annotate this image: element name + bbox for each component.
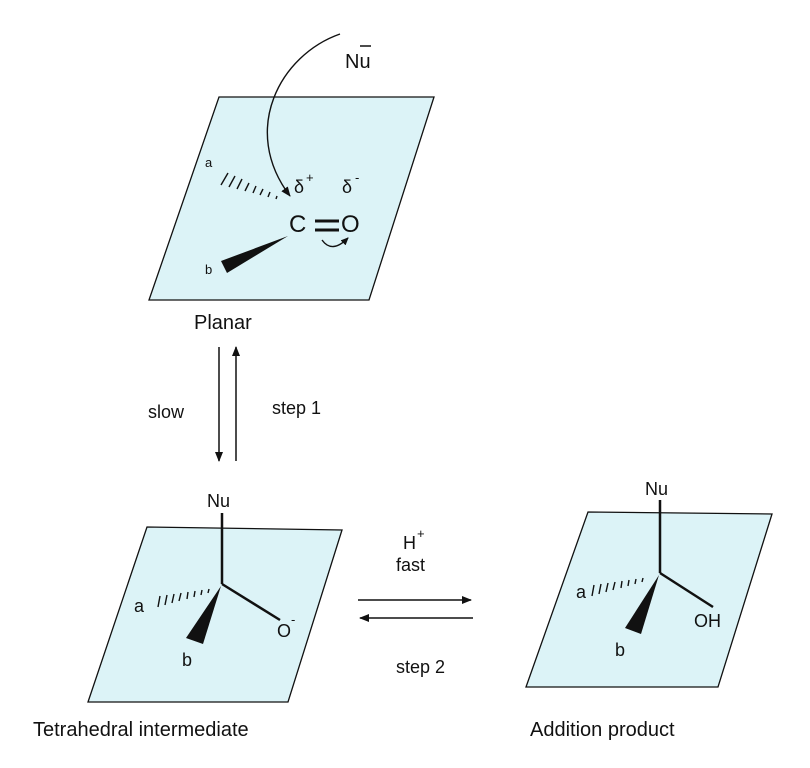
step1-equilibrium: slow step 1: [148, 346, 321, 462]
step2-label: step 2: [396, 657, 445, 677]
intermediate-oxide-charge: -: [291, 612, 295, 627]
wedge-bond-b: [221, 236, 288, 273]
intermediate-substituent-b: b: [182, 650, 192, 670]
intermediate-oxygen: O: [277, 621, 291, 641]
planar-substituent-a: a: [205, 155, 213, 170]
tetrahedral-intermediate: Nu a b O - Tetrahedral intermediate: [33, 491, 343, 741]
intermediate-bond-o: [221, 582, 281, 622]
product-substituent-a: a: [576, 582, 587, 602]
addition-product: Nu a b OH Addition product: [525, 479, 773, 741]
nucleophile-label: Nu: [345, 51, 371, 73]
product-caption: Addition product: [530, 719, 675, 741]
planar-plane: [148, 96, 435, 301]
carbonyl-carbon: C: [289, 211, 306, 238]
product-bond-oh: [659, 571, 714, 609]
product-substituent-b: b: [615, 640, 625, 660]
planar-carbonyl: a b C O δ + δ - Planar: [148, 96, 435, 334]
electron-shift-arrow: [321, 237, 349, 248]
step2-reagent-charge: +: [417, 526, 425, 541]
step2-fast-label: fast: [396, 555, 425, 575]
intermediate-substituent-a: a: [134, 596, 145, 616]
product-hydroxyl: OH: [694, 611, 721, 631]
intermediate-nu-label: Nu: [207, 491, 230, 511]
delta-plus-sign: +: [306, 170, 314, 185]
step1-slow-label: slow: [148, 402, 185, 422]
hashed-bond-a: [220, 172, 278, 200]
step1-label: step 1: [272, 398, 321, 418]
product-hashed-bond-a: [591, 577, 644, 597]
delta-plus-symbol: δ: [294, 177, 304, 197]
intermediate-wedge-b: [186, 586, 221, 644]
planar-caption: Planar: [194, 312, 252, 334]
attack-curved-arrow: [266, 33, 341, 197]
delta-minus-symbol: δ: [342, 177, 352, 197]
intermediate-caption: Tetrahedral intermediate: [33, 719, 249, 741]
step2-equilibrium: H + fast step 2: [358, 526, 473, 677]
intermediate-plane: [87, 526, 343, 703]
nucleophile-attack: Nu: [266, 33, 371, 197]
product-nu-label: Nu: [645, 479, 668, 499]
planar-substituent-b: b: [205, 262, 212, 277]
intermediate-hashed-bond-a: [157, 588, 210, 608]
carbonyl-oxygen: O: [341, 211, 360, 238]
product-wedge-b: [625, 575, 659, 634]
step2-reagent-h: H: [403, 533, 416, 553]
delta-minus-sign: -: [355, 170, 359, 185]
